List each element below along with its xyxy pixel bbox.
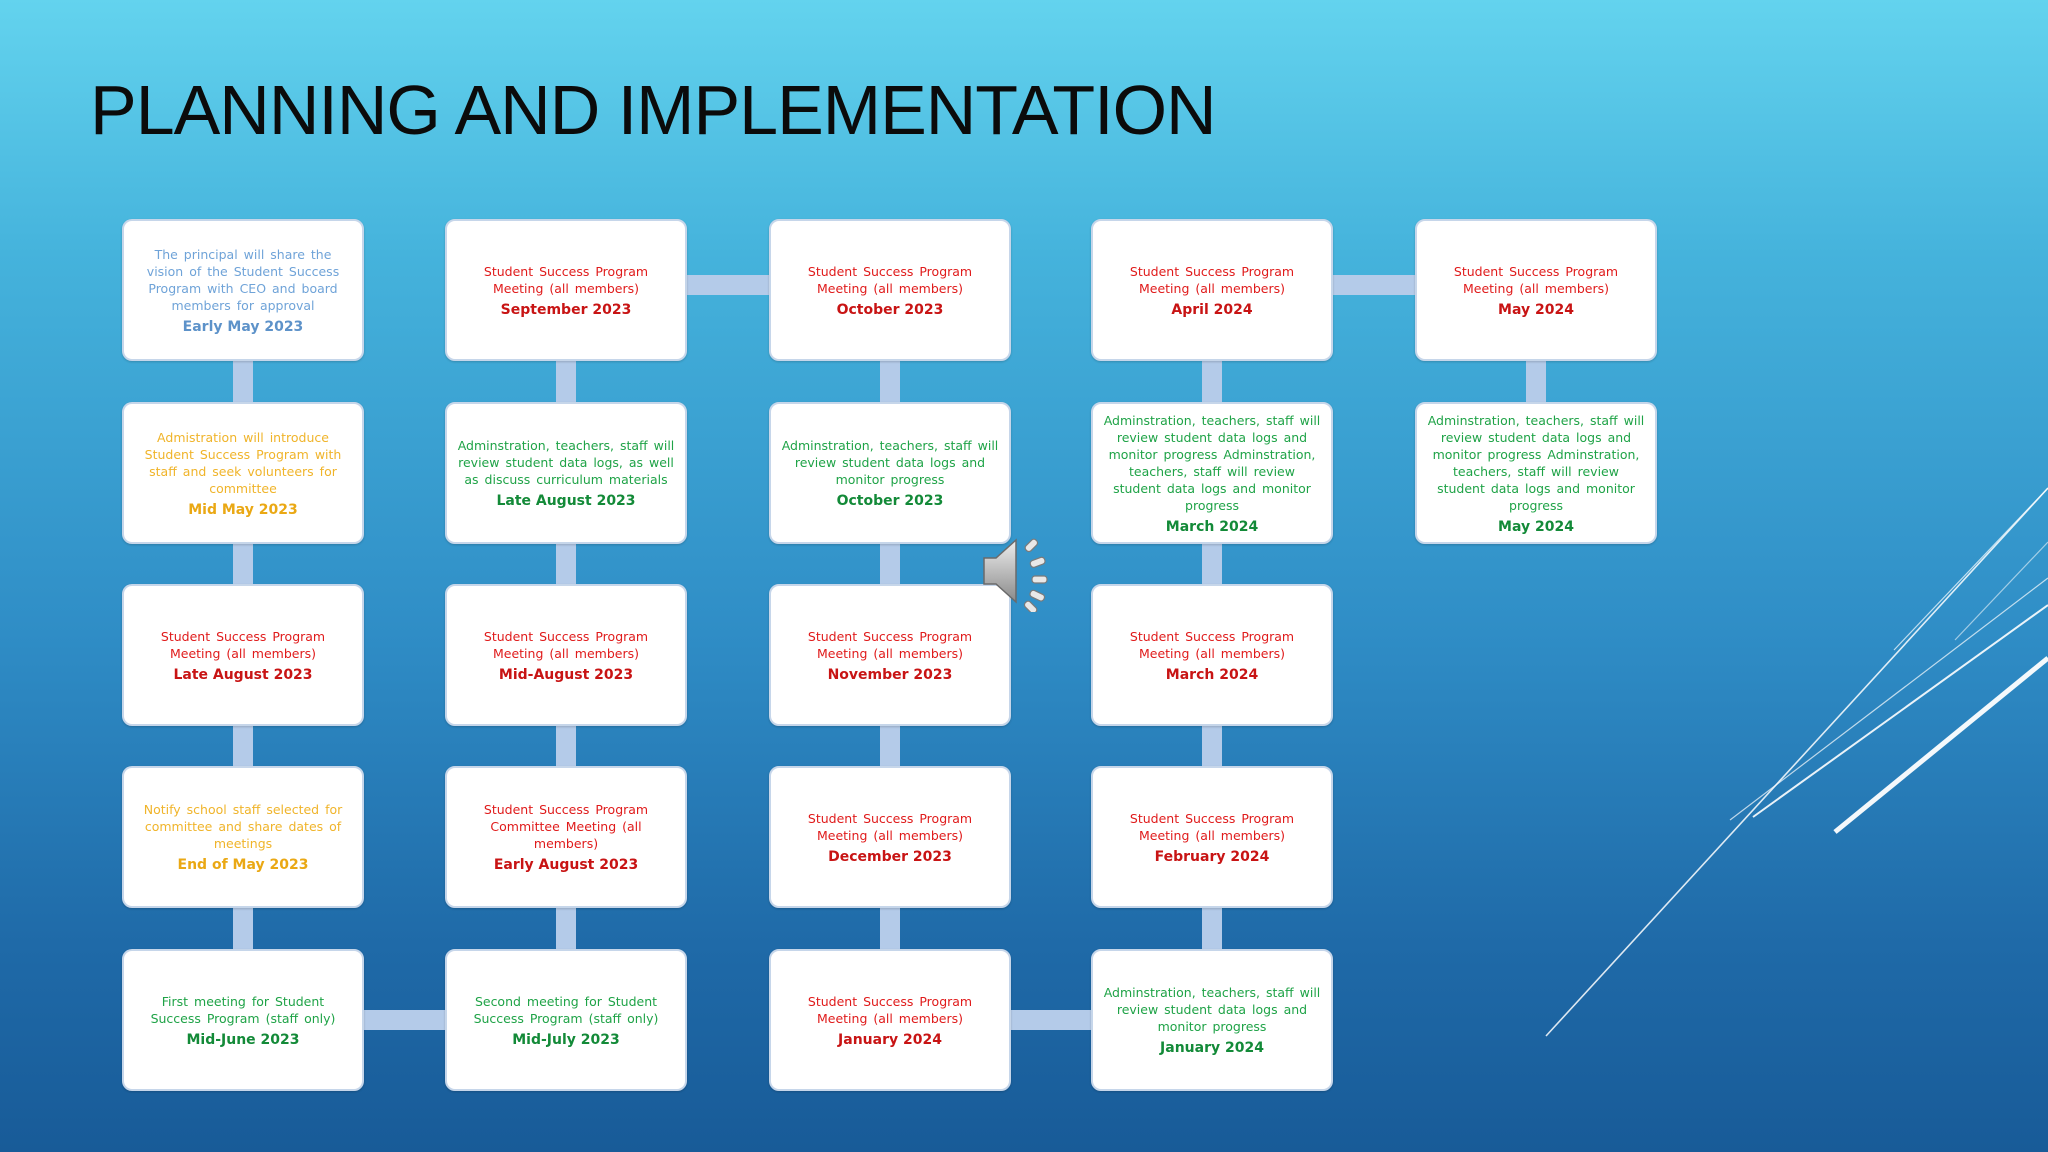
box-description: Student Success Program Meeting (all mem… <box>807 628 973 661</box>
box-description: Student Success Program Meeting (all mem… <box>1453 263 1619 296</box>
speaker-audio-icon[interactable] <box>980 532 1062 612</box>
box-date: March 2024 <box>1165 518 1259 535</box>
connector-line <box>1526 361 1546 402</box>
timeline-box: Student Success Program Committee Meetin… <box>445 766 687 908</box>
box-description: Student Success Program Meeting (all mem… <box>807 810 973 843</box>
box-description: Student Success Program Meeting (all mem… <box>483 263 649 296</box>
connector-line <box>1202 544 1222 584</box>
box-date: Mid May 2023 <box>188 501 298 518</box>
box-date: Mid-August 2023 <box>498 666 634 683</box>
timeline-box: Notify school staff selected for committ… <box>122 766 364 908</box>
box-description: Adminstration, teachers, staff will revi… <box>1103 412 1321 513</box>
box-description: Student Success Program Meeting (all mem… <box>1129 263 1295 296</box>
box-date: September 2023 <box>500 301 632 318</box>
timeline-box: Admistration will introduce Student Succ… <box>122 402 364 544</box>
connector-line <box>233 544 253 584</box>
timeline-box: Adminstration, teachers, staff will revi… <box>769 402 1011 544</box>
timeline-box: Student Success Program Meeting (all mem… <box>769 766 1011 908</box>
timeline-box: Student Success Program Meeting (all mem… <box>769 949 1011 1091</box>
connector-line <box>233 908 253 949</box>
box-date: Mid-June 2023 <box>186 1031 300 1048</box>
box-description: Student Success Program Meeting (all mem… <box>807 263 973 296</box>
slide-title: PLANNING AND IMPLEMENTATION <box>90 71 1217 149</box>
box-date: February 2024 <box>1154 848 1270 865</box>
box-date: October 2023 <box>836 493 944 509</box>
connector-line <box>880 361 900 402</box>
timeline-box: Student Success Program Meeting (all mem… <box>1091 219 1333 361</box>
box-date: May 2024 <box>1498 518 1574 535</box>
box-description: Student Success Program Meeting (all mem… <box>483 628 649 661</box>
timeline-box: Adminstration, teachers, staff will revi… <box>445 402 687 544</box>
connector-line <box>1011 1010 1091 1030</box>
timeline-box: Adminstration, teachers, staff will revi… <box>1415 402 1657 544</box>
connector-line <box>880 544 900 584</box>
connector-line <box>880 726 900 766</box>
box-description: Student Success Program Meeting (all mem… <box>807 993 973 1026</box>
box-description: The principal will share the vision of t… <box>146 246 340 313</box>
box-date: October 2023 <box>836 301 944 318</box>
box-description: Student Success Program Committee Meetin… <box>483 802 649 851</box>
connector-line <box>1202 726 1222 766</box>
box-date: January 2024 <box>838 1031 942 1048</box>
box-description: Adminstration, teachers, staff will revi… <box>457 438 675 487</box>
connector-line <box>687 275 769 295</box>
timeline-box: Student Success Program Meeting (all mem… <box>445 584 687 726</box>
box-date: December 2023 <box>828 848 952 865</box>
box-date: May 2024 <box>1498 301 1574 318</box>
box-date: April 2024 <box>1171 301 1253 318</box>
timeline-box: Student Success Program Meeting (all mem… <box>1091 584 1333 726</box>
box-date: Early August 2023 <box>493 857 639 873</box>
timeline-box: Student Success Program Meeting (all mem… <box>769 584 1011 726</box>
box-description: Adminstration, teachers, staff will revi… <box>781 438 999 487</box>
connector-line <box>556 726 576 766</box>
timeline-box: Adminstration, teachers, staff will revi… <box>1091 402 1333 544</box>
box-description: Adminstration, teachers, staff will revi… <box>1427 412 1645 513</box>
timeline-box: The principal will share the vision of t… <box>122 219 364 361</box>
timeline-box: First meeting for Student Success Progra… <box>122 949 364 1091</box>
connector-line <box>364 1010 445 1030</box>
box-date: Late August 2023 <box>496 493 636 509</box>
connector-line <box>556 361 576 402</box>
connector-line <box>880 908 900 949</box>
connector-line <box>233 361 253 402</box>
box-date: Late August 2023 <box>173 666 313 683</box>
box-date: End of May 2023 <box>177 857 309 873</box>
timeline-box: Student Success Program Meeting (all mem… <box>445 219 687 361</box>
box-description: Admistration will introduce Student Succ… <box>144 429 342 496</box>
box-date: November 2023 <box>827 666 953 683</box>
box-description: Adminstration, teachers, staff will revi… <box>1103 985 1321 1034</box>
box-description: Student Success Program Meeting (all mem… <box>160 628 326 661</box>
connector-line <box>233 726 253 766</box>
timeline-box: Adminstration, teachers, staff will revi… <box>1091 949 1333 1091</box>
box-description: Second meeting for Student Success Progr… <box>473 993 659 1026</box>
box-date: Mid-July 2023 <box>512 1031 620 1048</box>
box-date: January 2024 <box>1160 1040 1264 1056</box>
box-description: Student Success Program Meeting (all mem… <box>1129 628 1295 661</box>
box-description: First meeting for Student Success Progra… <box>150 993 336 1026</box>
timeline-box: Student Success Program Meeting (all mem… <box>122 584 364 726</box>
timeline-box: Student Success Program Meeting (all mem… <box>769 219 1011 361</box>
connector-line <box>1333 275 1415 295</box>
box-date: Early May 2023 <box>182 318 304 335</box>
box-description: Notify school staff selected for committ… <box>143 802 343 851</box>
box-date: March 2024 <box>1165 666 1259 683</box>
decorative-lines <box>1545 487 2048 1037</box>
connector-line <box>1202 361 1222 402</box>
timeline-box: Student Success Program Meeting (all mem… <box>1091 766 1333 908</box>
timeline-box: Second meeting for Student Success Progr… <box>445 949 687 1091</box>
connector-line <box>556 908 576 949</box>
box-description: Student Success Program Meeting (all mem… <box>1129 810 1295 843</box>
connector-line <box>1202 908 1222 949</box>
connector-line <box>556 544 576 584</box>
timeline-box: Student Success Program Meeting (all mem… <box>1415 219 1657 361</box>
